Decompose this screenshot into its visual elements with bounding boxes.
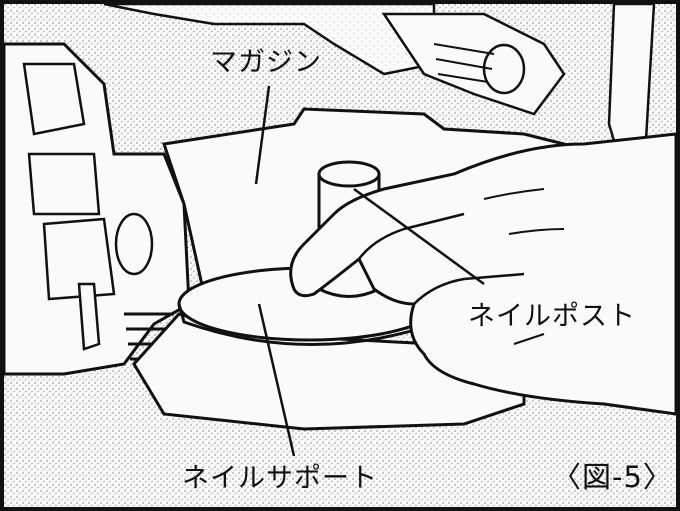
figure-number: 〈図-5〉 xyxy=(552,460,673,494)
nailer-illustration xyxy=(4,4,676,507)
nail-post-label: ネイルポスト xyxy=(468,301,636,332)
leader-line-nail-support xyxy=(257,303,296,457)
hand xyxy=(289,132,676,416)
tool-handle xyxy=(381,12,566,116)
leader-line-magazine xyxy=(254,85,271,185)
driver-mechanism xyxy=(4,42,191,376)
leader-line-nail-post xyxy=(353,187,485,286)
magazine-label: マガジン xyxy=(210,47,322,78)
nail-support-label: ネイルサポート xyxy=(182,463,378,494)
